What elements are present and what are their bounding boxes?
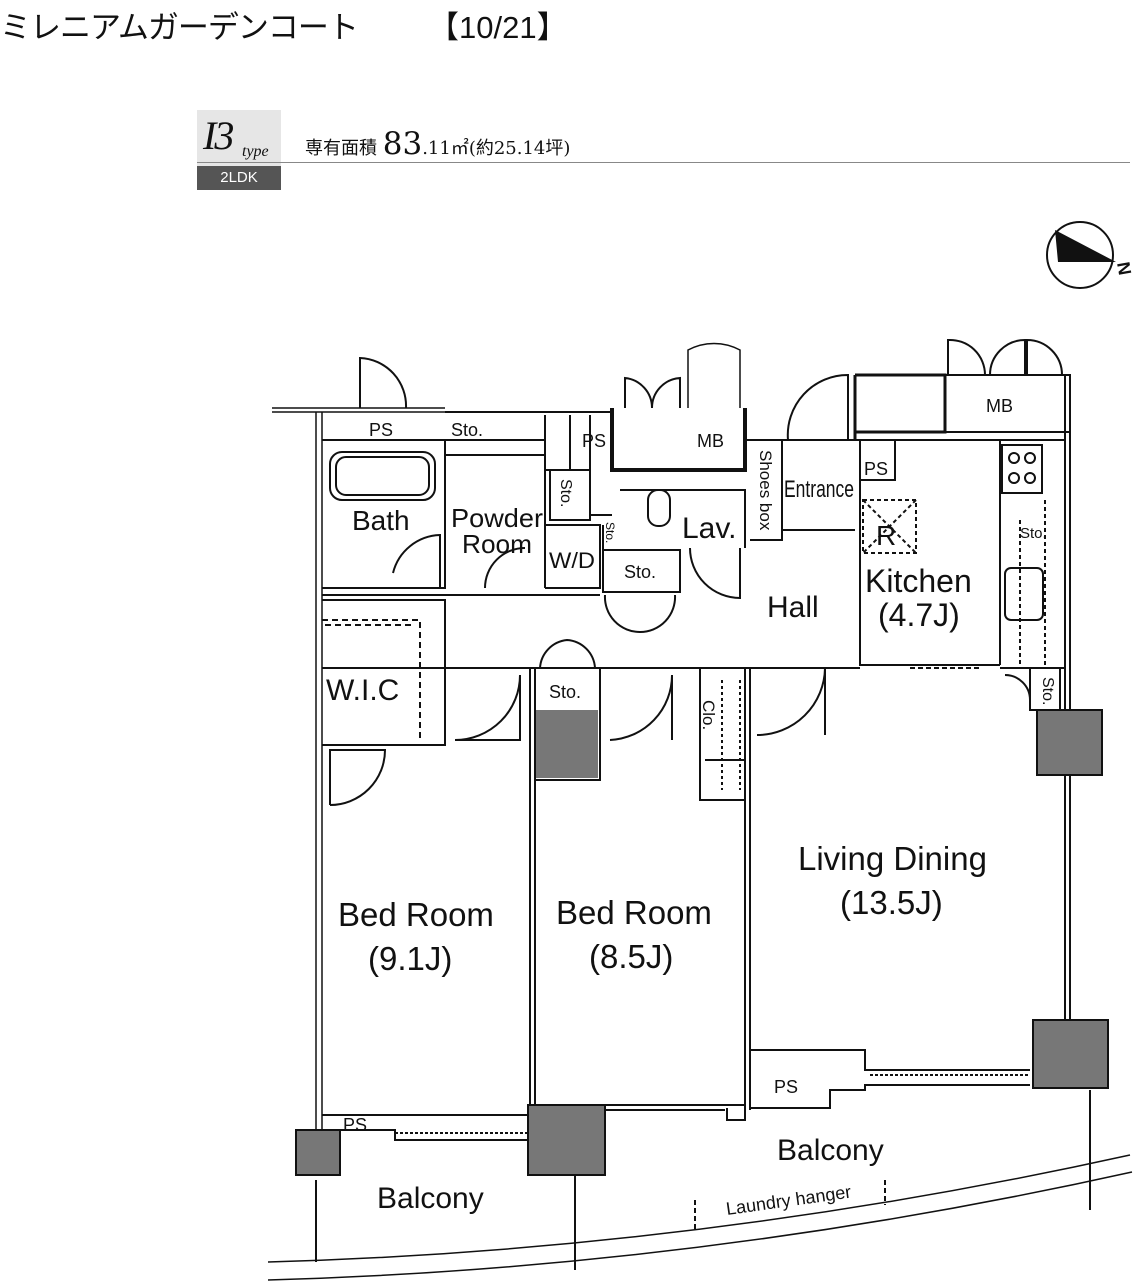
label-living: Living Dining bbox=[798, 840, 987, 877]
listing-date: 【10/21】 bbox=[428, 10, 568, 45]
header-divider bbox=[197, 162, 1130, 163]
area-label: 専有面積 bbox=[305, 138, 377, 159]
label-entrance: Entrance bbox=[784, 476, 854, 503]
label-refrigerator: R bbox=[876, 520, 896, 551]
label-ps-balcony-left: PS bbox=[343, 1115, 367, 1135]
label-powder-1: Powder bbox=[451, 503, 543, 533]
label-ps-kitchen: PS bbox=[864, 459, 888, 479]
building-name: ミレニアムガーデンコート bbox=[0, 10, 359, 45]
label-living-size: (13.5J) bbox=[840, 884, 943, 921]
label-sto-kitchen: Sto. bbox=[1020, 525, 1047, 542]
label-kitchen-size: (4.7J) bbox=[878, 597, 960, 633]
label-bed1-size: (9.1J) bbox=[368, 940, 452, 977]
type-suffix: type bbox=[242, 143, 269, 160]
label-bed2-size: (8.5J) bbox=[589, 938, 673, 975]
label-ps-top: PS bbox=[582, 431, 606, 451]
label-bath: Bath bbox=[352, 505, 410, 536]
label-sto-bed2: Sto. bbox=[549, 682, 581, 702]
type-code: I3 bbox=[203, 113, 234, 158]
label-mb-top: MB bbox=[697, 431, 724, 451]
label-balcony-left: Balcony bbox=[377, 1182, 484, 1215]
area-int: 83 bbox=[382, 126, 423, 162]
compass-icon: N bbox=[1046, 221, 1135, 289]
label-laundry-hanger: Laundry hanger bbox=[725, 1182, 853, 1219]
label-bed2: Bed Room bbox=[556, 894, 712, 931]
label-sto-lav: Sto. bbox=[624, 562, 656, 582]
label-clo: Clo. bbox=[699, 700, 718, 730]
label-kitchen: Kitchen bbox=[865, 563, 972, 599]
label-mb-right: MB bbox=[986, 396, 1013, 416]
north-label: N bbox=[1113, 260, 1135, 276]
label-sto-small: Sto. bbox=[603, 522, 617, 543]
label-bed1: Bed Room bbox=[338, 896, 494, 933]
label-wic: W.I.C bbox=[326, 674, 399, 707]
label-ps-balcony-right: PS bbox=[774, 1077, 798, 1097]
label-sto-living: Sto. bbox=[1039, 677, 1056, 705]
label-sto-top: Sto. bbox=[451, 420, 483, 440]
label-shoes-box: Shoes box bbox=[756, 450, 775, 531]
label-sto-vertical: Sto. bbox=[557, 479, 574, 507]
area-tsubo: (約25.14坪) bbox=[468, 138, 571, 159]
label-balcony-right: Balcony bbox=[777, 1134, 884, 1167]
label-hall: Hall bbox=[767, 591, 819, 624]
label-powder-2: Room bbox=[462, 529, 532, 559]
type-badge bbox=[197, 110, 281, 166]
label-wd: W/D bbox=[549, 548, 595, 573]
layout-badge: 2LDK bbox=[197, 166, 281, 190]
floor-area: 専有面積 83.11㎡(約25.14坪) bbox=[305, 126, 570, 162]
label-lav: Lav. bbox=[682, 512, 736, 545]
label-ps-bath: PS bbox=[369, 420, 393, 440]
area-dec: .11㎡ bbox=[422, 138, 469, 159]
